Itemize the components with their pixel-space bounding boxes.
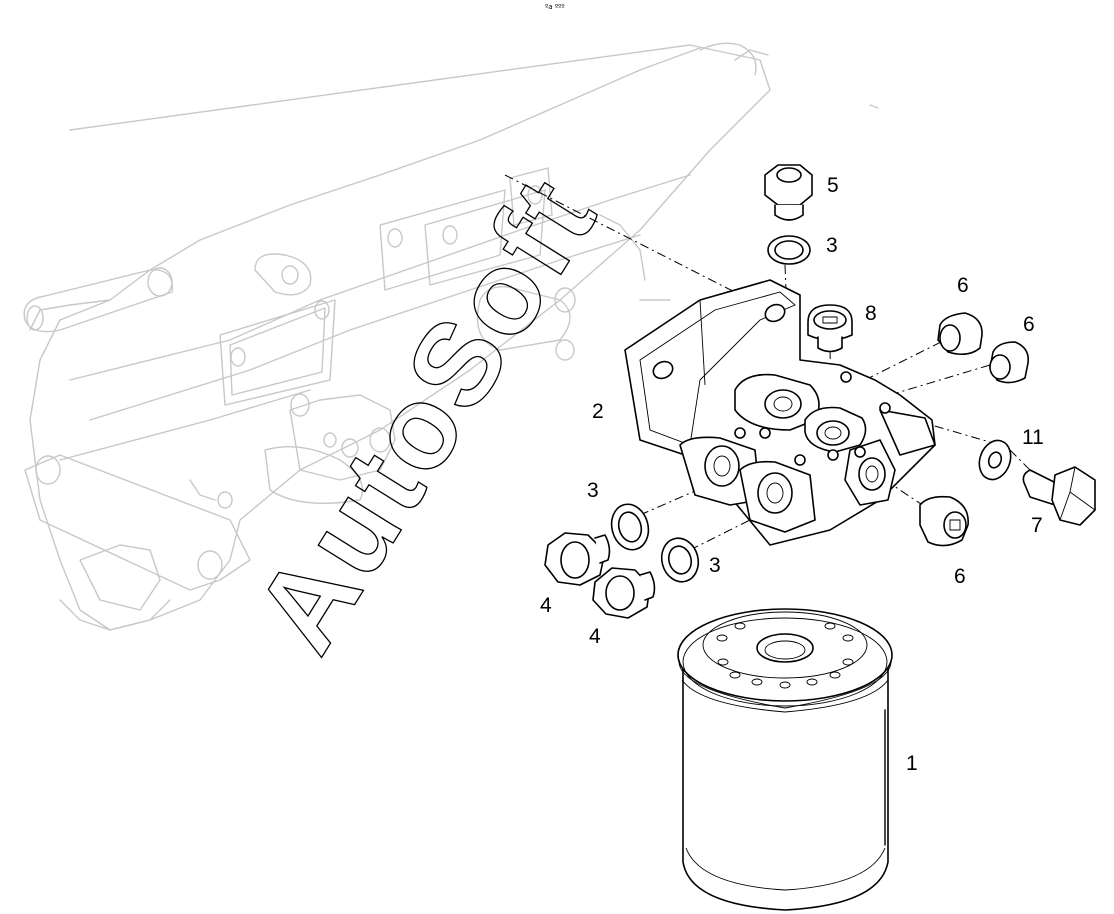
callout-7: 7 xyxy=(1031,514,1043,537)
callout-3-top: 3 xyxy=(826,234,838,257)
sealing-washer-left-lower xyxy=(660,537,700,583)
plug-part-6-right xyxy=(989,341,1030,384)
assembly-guide-lines xyxy=(504,174,1031,551)
hex-nut-part-4-upper xyxy=(544,532,611,586)
hex-nut-part-4-lower xyxy=(592,567,656,619)
callout-3-lower: 3 xyxy=(709,554,721,577)
plug-part-6-upper xyxy=(937,312,983,356)
callout-6-lower: 6 xyxy=(954,565,966,588)
callout-2: 2 xyxy=(592,400,604,423)
callout-4-lower: 4 xyxy=(589,625,601,648)
sealing-washer-left-upper xyxy=(610,503,650,551)
watermark-text: AutoSoft xyxy=(230,154,623,673)
sealing-washer-top xyxy=(767,235,811,265)
callout-4-upper: 4 xyxy=(540,594,552,617)
plug-part-6-lower xyxy=(919,495,969,547)
callout-1: 1 xyxy=(906,752,918,775)
callout-3-left: 3 xyxy=(587,479,599,502)
filter-head-bracket xyxy=(624,279,936,546)
socket-plug-part-8 xyxy=(807,304,853,353)
header-mark: ºa ººº xyxy=(545,3,565,11)
bolt-part-7 xyxy=(1022,466,1096,526)
plug-part-5 xyxy=(764,164,813,221)
callout-labels: 1 2 3 3 3 4 4 5 6 6 6 7 8 11 xyxy=(540,174,1044,775)
callout-8: 8 xyxy=(865,302,877,325)
callout-6-upper: 6 xyxy=(957,274,969,297)
callout-5: 5 xyxy=(827,174,839,197)
callout-11: 11 xyxy=(1022,426,1044,449)
callout-6-right: 6 xyxy=(1023,313,1035,336)
washer-part-11 xyxy=(978,439,1012,481)
engine-manifold-background xyxy=(23,42,879,631)
filter-cartridge-part-1 xyxy=(677,608,893,911)
